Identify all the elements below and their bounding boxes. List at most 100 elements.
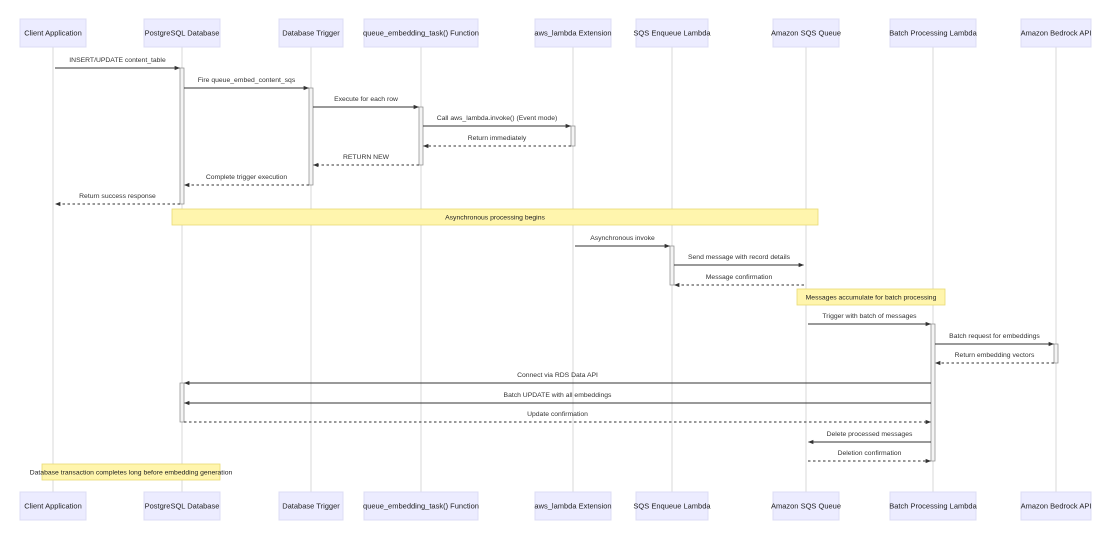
actor-label: SQS Enqueue Lambda xyxy=(633,28,711,37)
actor-batch-top: Batch Processing Lambda xyxy=(889,18,978,48)
actor-pg-bottom: PostgreSQL Database xyxy=(143,491,221,521)
note-label: Messages accumulate for batch processing xyxy=(806,294,937,301)
message-deletion-confirmation: Deletion confirmation xyxy=(808,450,932,464)
note-database-transaction-completes-long-befo: Database transaction completes long befo… xyxy=(30,463,233,481)
actor-client-bottom: Client Application xyxy=(19,491,87,521)
actor-label: Client Application xyxy=(24,28,82,37)
actor-box xyxy=(143,18,221,48)
actor-label: Database Trigger xyxy=(282,501,340,510)
activation-bar-bed xyxy=(1053,343,1059,364)
message-return-success-response: Return success response xyxy=(54,193,180,207)
activation-bar-pg xyxy=(179,382,185,423)
actor-ext-bottom: aws_lambda Extension xyxy=(534,491,612,521)
message-update-confirmation: Update confirmation xyxy=(184,411,932,425)
activation-bar-batch xyxy=(930,323,936,462)
actor-box xyxy=(363,491,479,521)
actor-func-top: queue_embedding_task() Function xyxy=(363,18,479,48)
message-batch-update-with-all-embeddings: Batch UPDATE with all embeddings xyxy=(183,392,931,406)
actor-box xyxy=(19,491,87,521)
message-connect-via-rds-data-api: Connect via RDS Data API xyxy=(183,372,931,386)
actor-label: Database Trigger xyxy=(282,28,340,37)
message-trigger-with-batch-of-messages: Trigger with batch of messages xyxy=(808,313,932,327)
message-label: Asynchronous invoke xyxy=(590,235,655,242)
message-label: RETURN NEW xyxy=(343,154,390,161)
actor-box xyxy=(1020,18,1092,48)
message-label: Trigger with batch of messages xyxy=(822,313,917,320)
actor-label: PostgreSQL Database xyxy=(145,501,220,510)
actor-ext-top: aws_lambda Extension xyxy=(534,18,612,48)
actor-label: Amazon SQS Queue xyxy=(771,501,841,510)
message-message-confirmation: Message confirmation xyxy=(673,274,804,288)
message-label: INSERT/UPDATE content_table xyxy=(69,57,166,64)
actor-label: Amazon Bedrock API xyxy=(1021,501,1092,510)
activation-bar-trig xyxy=(308,87,314,186)
actor-client-top: Client Application xyxy=(19,18,87,48)
actor-box xyxy=(772,18,840,48)
actor-label: queue_embedding_task() Function xyxy=(363,501,479,510)
message-insert-update-content-table: INSERT/UPDATE content_table xyxy=(55,57,181,71)
message-label: Deletion confirmation xyxy=(838,450,902,457)
actor-box xyxy=(19,18,87,48)
message-return-embedding-vectors: Return embedding vectors xyxy=(934,352,1054,366)
message-label: Send message with record details xyxy=(688,254,791,261)
message-fire-queue-embed-content-sqs: Fire queue_embed_content_sqs xyxy=(184,77,310,91)
actor-label: Amazon Bedrock API xyxy=(1021,28,1092,37)
message-label: Delete processed messages xyxy=(827,431,913,438)
actor-label: Batch Processing Lambda xyxy=(889,28,977,37)
actor-label: Client Application xyxy=(24,501,82,510)
actor-box xyxy=(143,491,221,521)
actor-batch-bottom: Batch Processing Lambda xyxy=(889,491,978,521)
message-return-immediately: Return immediately xyxy=(422,135,571,149)
actor-label: Batch Processing Lambda xyxy=(889,501,977,510)
message-label: Fire queue_embed_content_sqs xyxy=(198,77,296,84)
actor-box xyxy=(772,491,840,521)
message-delete-processed-messages: Delete processed messages xyxy=(807,431,931,445)
actor-box xyxy=(278,18,344,48)
message-asynchronous-invoke: Asynchronous invoke xyxy=(575,235,671,249)
message-send-message-with-record-details: Send message with record details xyxy=(674,254,805,268)
note-label: Database transaction completes long befo… xyxy=(30,469,233,476)
message-label: Connect via RDS Data API xyxy=(517,372,598,379)
actor-sqs-top: Amazon SQS Queue xyxy=(771,18,841,48)
activation-bar-ext xyxy=(570,125,576,147)
message-return-new: RETURN NEW xyxy=(312,154,419,168)
message-complete-trigger-execution: Complete trigger execution xyxy=(183,174,309,188)
actor-trig-top: Database Trigger xyxy=(278,18,344,48)
message-label: Complete trigger execution xyxy=(206,174,287,181)
message-batch-request-for-embeddings: Batch request for embeddings xyxy=(935,333,1055,347)
actor-sqsl-bottom: SQS Enqueue Lambda xyxy=(633,491,711,521)
message-execute-for-each-row: Execute for each row xyxy=(313,96,420,110)
message-label: Message confirmation xyxy=(706,274,773,281)
note-asynchronous-processing-begins: Asynchronous processing begins xyxy=(171,208,819,226)
actor-pg-top: PostgreSQL Database xyxy=(143,18,221,48)
actor-sqs-bottom: Amazon SQS Queue xyxy=(771,491,841,521)
message-label: Return success response xyxy=(79,193,156,200)
message-label: Return immediately xyxy=(468,135,527,142)
activation-bar-pg xyxy=(179,67,185,205)
actor-box xyxy=(1020,491,1092,521)
actor-box xyxy=(363,18,479,48)
note-box xyxy=(171,208,819,226)
message-label: Call aws_lambda.invoke() (Event mode) xyxy=(437,115,558,122)
actor-label: queue_embedding_task() Function xyxy=(363,28,479,37)
actor-box xyxy=(534,491,612,521)
actor-bed-top: Amazon Bedrock API xyxy=(1020,18,1092,48)
actor-label: Amazon SQS Queue xyxy=(771,28,841,37)
actor-box xyxy=(889,18,977,48)
actor-box xyxy=(889,491,977,521)
actor-box xyxy=(278,491,344,521)
note-messages-accumulate-for-batch-processing: Messages accumulate for batch processing xyxy=(796,288,946,306)
actor-box xyxy=(635,18,709,48)
actor-label: PostgreSQL Database xyxy=(145,28,220,37)
message-label: Batch request for embeddings xyxy=(949,333,1040,340)
actor-sqsl-top: SQS Enqueue Lambda xyxy=(633,18,711,48)
actor-label: SQS Enqueue Lambda xyxy=(633,501,711,510)
message-label: Return embedding vectors xyxy=(955,352,1035,359)
note-box xyxy=(796,288,946,306)
message-label: Batch UPDATE with all embeddings xyxy=(504,392,613,399)
message-call-aws-lambda-invoke-event-mode: Call aws_lambda.invoke() (Event mode) xyxy=(423,115,572,129)
actor-trig-bottom: Database Trigger xyxy=(278,491,344,521)
activation-bar-sqsl xyxy=(669,245,675,286)
message-label: Execute for each row xyxy=(334,96,398,103)
actor-bed-bottom: Amazon Bedrock API xyxy=(1020,491,1092,521)
